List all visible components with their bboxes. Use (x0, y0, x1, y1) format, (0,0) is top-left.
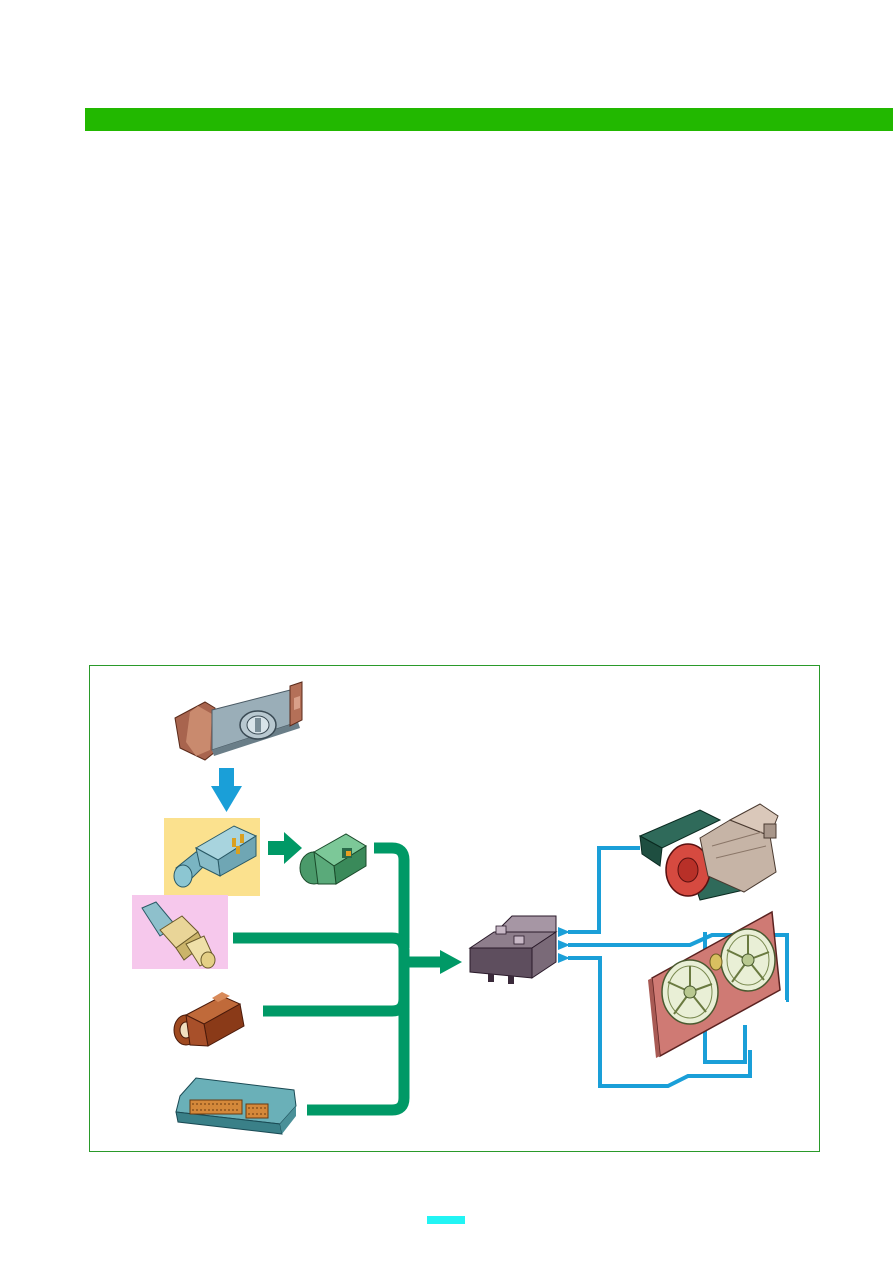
ac-compressor-icon (638, 803, 779, 901)
input-connectors (233, 842, 440, 1116)
page-tab (427, 1216, 465, 1224)
control-panel-icon (174, 681, 303, 761)
output-arrows (558, 927, 570, 963)
output-arrow-1 (558, 927, 570, 937)
fan-left (661, 959, 719, 1025)
pressure-switch-icon (173, 825, 258, 888)
feed-arrow (211, 768, 242, 812)
temperature-sender-icon (173, 992, 245, 1047)
sensor-to-relay-arrow (268, 832, 302, 864)
line-to-compressor (568, 846, 640, 934)
diagram-frame (89, 665, 820, 1152)
connector-ecu-to-module (307, 962, 410, 1116)
output-arrow-3 (558, 953, 570, 963)
fan-right (720, 928, 776, 992)
output-arrow-2 (558, 940, 570, 950)
radiator-fans-icon (648, 910, 781, 1058)
control-module-icon (468, 915, 558, 984)
line-to-fans-lower (568, 956, 752, 1088)
connector-sensor-b-to-module (233, 932, 410, 962)
engine-control-unit-icon (175, 1077, 297, 1135)
temperature-sensor-icon (141, 901, 216, 969)
switch-icon (299, 833, 367, 885)
module-input-arrow (440, 950, 462, 974)
connector-relay-to-module (374, 842, 410, 948)
connector-sensor-c-to-module (263, 962, 410, 1017)
header-bar (85, 108, 893, 131)
